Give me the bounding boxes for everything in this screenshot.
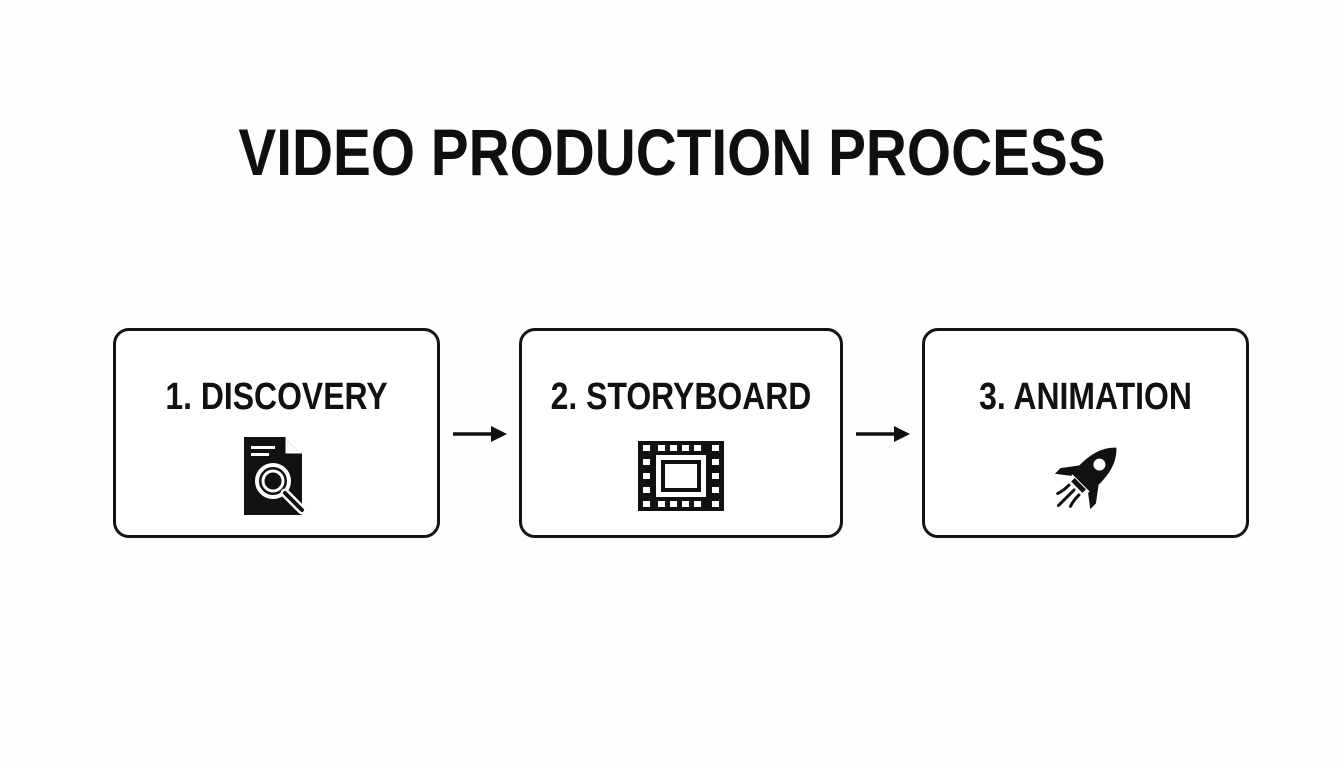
arrow-right-icon xyxy=(453,426,507,442)
step-label: 3. ANIMATION xyxy=(979,376,1192,418)
step-box-animation: 3. ANIMATION xyxy=(922,328,1249,538)
document-search-icon xyxy=(243,437,306,515)
step-box-discovery: 1. DISCOVERY xyxy=(113,328,440,538)
step-label: 2. STORYBOARD xyxy=(550,376,812,418)
rocket-icon xyxy=(1054,447,1116,510)
step-label: 1. DISCOVERY xyxy=(165,376,388,418)
step-box-storyboard: 2. STORYBOARD xyxy=(519,328,843,538)
film-strip-icon xyxy=(638,441,724,511)
arrow-right-icon xyxy=(856,426,910,442)
diagram-title: VIDEO PRODUCTION PROCESS xyxy=(238,115,1106,189)
